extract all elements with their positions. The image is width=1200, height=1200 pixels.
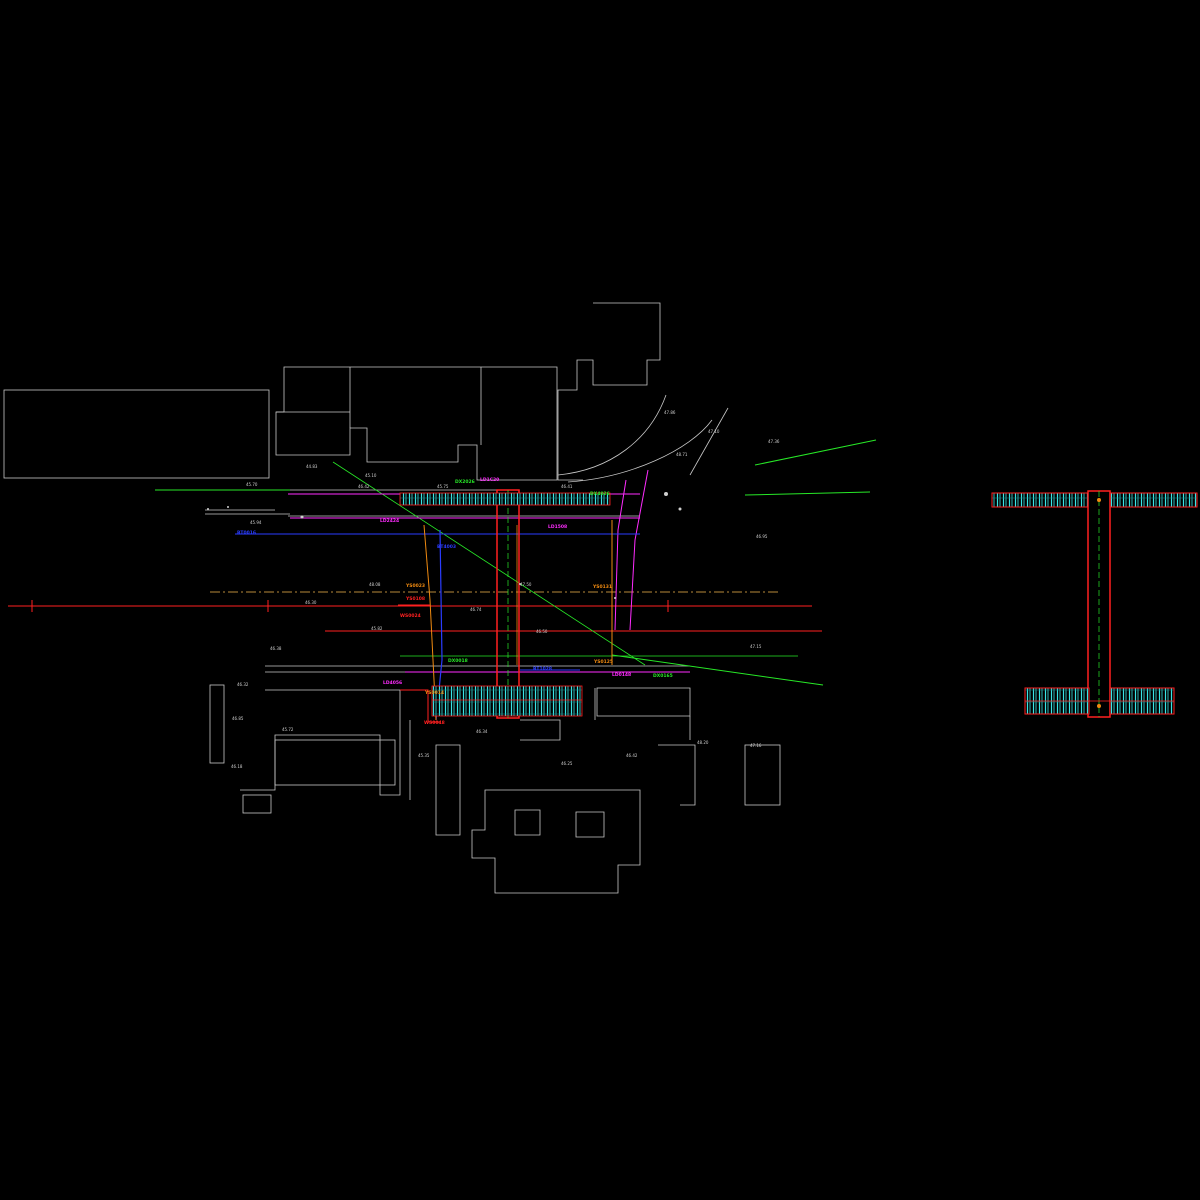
tunnel-section-detail — [991, 490, 1198, 718]
pipe-label-red: WS0048 — [424, 720, 445, 726]
elev-label: 45.75 — [437, 484, 449, 489]
pipe-label-red: WS0024 — [400, 613, 421, 619]
elev-label: 46.42 — [358, 484, 370, 489]
building-left-long — [3, 389, 270, 479]
pipe-label-green: DX0165 — [653, 673, 673, 679]
elev-label: 47.10 — [708, 429, 720, 434]
pipe-label-orange: YS0023 — [405, 583, 425, 589]
elev-label: 46.30 — [305, 600, 317, 605]
pipe-label-green: DX4026 — [590, 491, 610, 497]
pipe-label-magenta: LD4056 — [383, 680, 402, 686]
elev-label: 46.50 — [536, 629, 548, 634]
pipe-label-magenta: LD1508 — [548, 524, 567, 530]
elev-label: 45.72 — [282, 727, 294, 732]
elev-label: 47.50 — [520, 582, 532, 587]
elev-label: 46.25 — [561, 761, 573, 766]
building-outlines — [3, 302, 781, 894]
pipe-label-orange: YS0131 — [592, 584, 612, 590]
building-tower-ne — [557, 302, 661, 481]
elev-label: 46.34 — [476, 729, 488, 734]
elev-label: 46.95 — [756, 534, 768, 539]
elev-label: 45.94 — [250, 520, 262, 525]
survey-points — [207, 492, 682, 599]
pipe-label-blue: BT4003 — [437, 544, 456, 550]
building-north-block — [275, 366, 558, 481]
elev-label: 48.20 — [697, 740, 709, 745]
elev-label: 46.38 — [270, 646, 282, 651]
elev-label: 45.10 — [365, 473, 377, 478]
elev-label: 46.32 — [237, 682, 249, 687]
pipe-label-magenta: LD1C20 — [480, 477, 499, 483]
pipe-label-red: YS0108 — [405, 596, 425, 602]
elev-label: 47.16 — [750, 743, 762, 748]
pipe-labels: YS0023 YS0131 YS0125 YS0014 YS0108 WS002… — [237, 477, 673, 726]
elev-label: 47.86 — [664, 410, 676, 415]
pipe-label-green: DX2026 — [455, 479, 475, 485]
elev-label: 44.83 — [306, 464, 318, 469]
road-curve-ne — [557, 394, 667, 476]
pipe-label-magenta: LD0148 — [612, 672, 631, 678]
road-centerlines — [8, 591, 822, 632]
elev-label: 48.71 — [676, 452, 688, 457]
pipe-label-orange: YS0014 — [424, 690, 444, 696]
elev-label: 46.74 — [470, 607, 482, 612]
elev-label: 48.08 — [369, 582, 381, 587]
pipe-label-orange: YS0125 — [593, 659, 613, 665]
elev-label: 45.82 — [371, 626, 383, 631]
elev-label: 46.42 — [626, 753, 638, 758]
crossing-tunnel-plan — [399, 489, 611, 719]
pipe-label-blue: BT1028 — [533, 666, 552, 672]
pipe-label-blue: BT0016 — [237, 530, 256, 536]
elev-label: 47.36 — [768, 439, 780, 444]
elev-label: 46.18 — [231, 764, 243, 769]
pipe-label-green: DX0018 — [448, 658, 468, 664]
elevation-labels: 47.86 47.10 45.70 45.94 44.83 46.42 45.1… — [231, 410, 780, 769]
elev-label: 46.41 — [561, 484, 573, 489]
elev-label: 47.15 — [750, 644, 762, 649]
elev-label: 45.70 — [246, 482, 258, 487]
pipe-label-magenta: LD2424 — [380, 518, 399, 524]
pipe-network — [155, 439, 877, 723]
elev-label: 46.85 — [232, 716, 244, 721]
elev-label: 45.35 — [418, 753, 430, 758]
